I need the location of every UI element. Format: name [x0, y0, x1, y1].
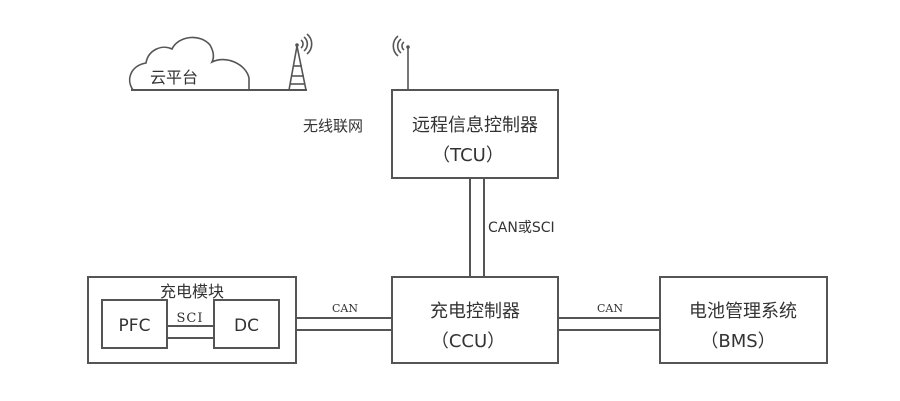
tcu-ccu-link-label: CAN或SCI [488, 220, 555, 236]
ccu-title: 充电控制器 [430, 301, 520, 322]
radio-tower-icon [288, 33, 313, 91]
tcu-block: 远程信息控制器 （TCU） [391, 89, 559, 179]
charging-module-title: 充电模块 [160, 282, 224, 301]
sci-link-label: SCI [177, 311, 204, 326]
cloud-label: 云平台 [150, 68, 198, 87]
tcu-abbr: （TCU） [432, 145, 504, 166]
bms-abbr: （BMS） [700, 331, 775, 352]
cloud-icon [129, 36, 250, 91]
dc-block [213, 299, 280, 349]
bms-title: 电池管理系统 [689, 301, 797, 322]
antenna-icon [392, 35, 410, 90]
ccu-block: 充电控制器 （CCU） [391, 276, 559, 364]
pfc-block [101, 299, 168, 349]
ccu-abbr: （CCU） [431, 331, 505, 352]
cloud-platform: 云平台 [129, 36, 307, 91]
ccu-bms-link: CAN [558, 302, 660, 331]
module-ccu-link-label: CAN [332, 302, 358, 315]
ccu-bms-link-label: CAN [597, 302, 623, 315]
module-ccu-link: CAN [296, 302, 392, 331]
tcu-ccu-link: CAN或SCI [469, 178, 555, 277]
wireless-network-label: 无线联网 [303, 117, 363, 135]
tcu-title: 远程信息控制器 [412, 115, 538, 136]
charging-module-block: 充电模块 PFC DC SCI [87, 276, 297, 364]
dc-label: DC [234, 316, 259, 336]
bms-block: 电池管理系统 （BMS） [659, 276, 828, 364]
pfc-label: PFC [119, 316, 151, 336]
